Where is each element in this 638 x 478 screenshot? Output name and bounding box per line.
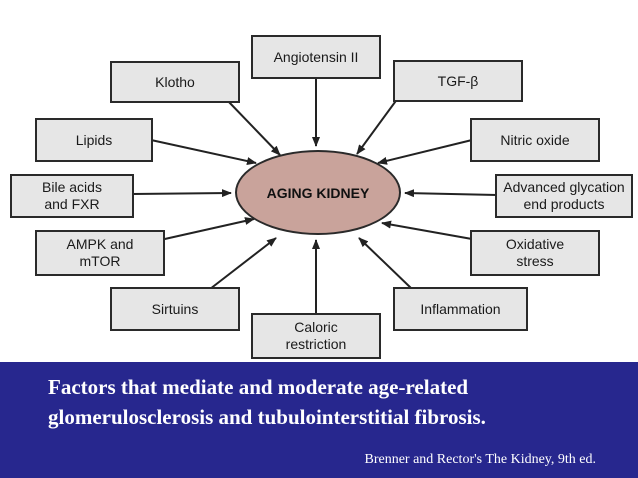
caption-text: Factors that mediate and moderate age-re… xyxy=(48,375,486,429)
arrow-bile-acids xyxy=(131,189,232,198)
factor-caloric: Caloric restriction xyxy=(251,313,381,359)
arrow-sirtuins xyxy=(209,237,277,290)
factor-age-products: Advanced glycation end products xyxy=(495,174,633,218)
arrow-nitric-oxide xyxy=(377,139,473,165)
factor-lipids-label: Lipids xyxy=(75,131,113,148)
factor-sirtuins-label: Sirtuins xyxy=(151,300,199,317)
source-citation: Brenner and Rector's The Kidney, 9th ed. xyxy=(364,452,596,467)
arrow-age-products xyxy=(404,189,498,198)
arrow-inflammation xyxy=(358,237,413,290)
factor-klotho: Klotho xyxy=(110,61,240,103)
arrows-layer xyxy=(131,79,501,314)
factor-bile-acids-label: Bile acids and FXR xyxy=(42,179,102,212)
factor-oxidative: Oxidative stress xyxy=(470,230,600,276)
factor-tgf: TGF-β xyxy=(393,60,523,102)
factor-ampk: AMPK and mTOR xyxy=(35,230,165,276)
arrow-lipids xyxy=(150,139,257,165)
factor-angiotensin: Angiotensin II xyxy=(251,35,381,79)
factor-nitric-oxide-label: Nitric oxide xyxy=(500,131,570,148)
arrow-klotho xyxy=(226,99,281,156)
factor-tgf-label: TGF-β xyxy=(437,72,479,89)
factor-lipids: Lipids xyxy=(35,118,153,162)
factor-inflammation: Inflammation xyxy=(393,287,528,331)
factor-age-products-label: Advanced glycation end products xyxy=(503,179,625,212)
diagram: AGING KIDNEY Angiotensin II Klotho TGF-β… xyxy=(10,35,633,359)
caption-banner: Factors that mediate and moderate age-re… xyxy=(0,362,638,478)
factor-klotho-label: Klotho xyxy=(155,73,195,90)
factor-ampk-label: AMPK and mTOR xyxy=(66,236,134,269)
factor-caloric-label: Caloric restriction xyxy=(285,319,347,352)
factor-bile-acids: Bile acids and FXR xyxy=(10,174,134,218)
aging-kidney-node: AGING KIDNEY xyxy=(235,150,401,235)
arrow-tgf xyxy=(356,97,399,155)
aging-kidney-label: AGING KIDNEY xyxy=(266,184,370,201)
factor-oxidative-label: Oxidative stress xyxy=(505,236,565,269)
factor-sirtuins: Sirtuins xyxy=(110,287,240,331)
factor-angiotensin-label: Angiotensin II xyxy=(273,48,359,65)
factor-nitric-oxide: Nitric oxide xyxy=(470,118,600,162)
factor-inflammation-label: Inflammation xyxy=(420,300,501,317)
